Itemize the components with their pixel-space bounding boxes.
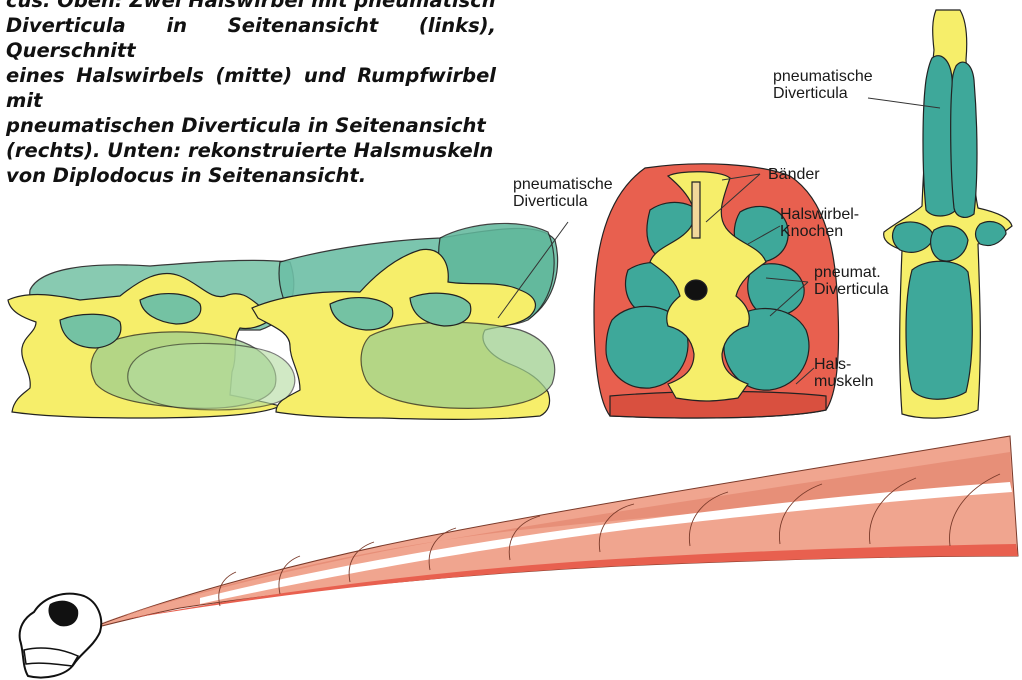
label-baender: Bänder bbox=[768, 166, 820, 183]
label-right-diverticula: pneumatische Diverticula bbox=[773, 68, 873, 102]
label-knochen-line2: Knochen bbox=[780, 223, 859, 240]
cross-diverticulum-mid-right bbox=[748, 264, 804, 316]
label-muskeln-line1: Hals- bbox=[814, 356, 874, 373]
diverticulum-lower-1 bbox=[128, 343, 295, 409]
label-left-diverticula-line1: pneumatische bbox=[513, 176, 613, 193]
label-left-diverticula-line2: Diverticula bbox=[513, 193, 613, 210]
diverticulum-inner-2 bbox=[361, 322, 555, 408]
trunk-vertebra-side-view bbox=[884, 10, 1012, 418]
cervical-cross-section bbox=[594, 164, 839, 418]
trunk-diverticulum-wing-right bbox=[976, 222, 1007, 246]
cervical-vertebrae-side-view bbox=[8, 223, 558, 419]
trunk-diverticulum-right bbox=[951, 62, 977, 217]
label-pneumat-line2: Diverticula bbox=[814, 281, 889, 298]
trunk-diverticulum-body bbox=[906, 261, 972, 399]
label-right-diverticula-line2: Diverticula bbox=[773, 85, 873, 102]
label-muskeln-line2: muskeln bbox=[814, 373, 874, 390]
label-left-diverticula: pneumatische Diverticula bbox=[513, 176, 613, 210]
label-pneumat-diverticula: pneumat. Diverticula bbox=[814, 264, 889, 298]
label-knochen-line1: Halswirbel- bbox=[780, 206, 859, 223]
neck-muscle-reconstruction bbox=[20, 436, 1018, 678]
neural-canal bbox=[685, 280, 707, 300]
ligament bbox=[692, 182, 700, 238]
label-right-diverticula-line1: pneumatische bbox=[773, 68, 873, 85]
label-halsmuskeln: Hals- muskeln bbox=[814, 356, 874, 390]
label-pneumat-line1: pneumat. bbox=[814, 264, 889, 281]
label-halswirbel-knochen: Halswirbel- Knochen bbox=[780, 206, 859, 240]
